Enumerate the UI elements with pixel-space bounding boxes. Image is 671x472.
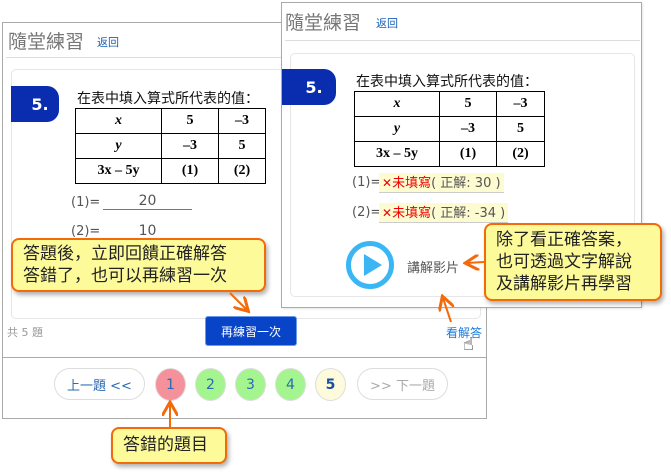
answer-label-2: (2)= — [352, 205, 382, 220]
video-explanation-link[interactable]: 講解影片 — [407, 261, 460, 276]
divider — [3, 357, 486, 358]
page-5[interactable]: 5 — [315, 368, 346, 401]
divider — [285, 40, 640, 41]
question-number: 5. — [11, 86, 59, 122]
answer-input-2[interactable]: 10 — [138, 223, 157, 239]
callout-wrong-item: 答錯的題目 — [111, 427, 227, 464]
callout-feedback: 答題後，立即回饋正確解答答錯了，也可以再練習一次 — [11, 238, 266, 292]
wrong-icon: ✕ — [382, 176, 393, 190]
page-title: 隨堂練習 — [8, 31, 85, 53]
retry-button[interactable]: 再練習一次 — [205, 316, 297, 346]
answer-result-1: ✕未填寫( 正解: 30 ) — [379, 173, 504, 193]
question-prompt: 在表中填入算式所代表的值： — [77, 91, 259, 107]
wrong-icon: ✕ — [382, 206, 393, 220]
page-4[interactable]: 4 — [275, 368, 306, 401]
total-count: 共 5 題 — [7, 326, 43, 339]
answer-label-1: (1)= — [352, 175, 382, 190]
page-1[interactable]: 1 — [155, 368, 186, 401]
view-answer-link[interactable]: 看解答 — [446, 326, 483, 340]
prev-question-button[interactable]: 上一題 << — [54, 368, 145, 400]
next-question-button[interactable]: >> 下一題 — [357, 368, 448, 400]
callout-explain: 除了看正確答案，也可透過文字解說及講解影片再學習 — [484, 223, 662, 301]
question-number: 5. — [282, 69, 336, 105]
page-3[interactable]: 3 — [235, 368, 266, 401]
answer-result-2: ✕未填寫( 正解: -34 ) — [379, 203, 509, 223]
question-prompt: 在表中填入算式所代表的值： — [356, 74, 538, 90]
answer-label-2: (2)= — [71, 224, 101, 239]
hand-cursor-icon: ☝ — [463, 334, 474, 355]
page-title: 隨堂練習 — [285, 12, 362, 34]
page-2[interactable]: 2 — [195, 368, 226, 401]
answer-input-1[interactable]: 20 — [103, 193, 192, 210]
back-link[interactable]: 返回 — [376, 17, 398, 30]
play-video-icon[interactable] — [346, 241, 394, 289]
answer-label-1: (1)= — [71, 195, 101, 210]
back-link[interactable]: 返回 — [97, 36, 119, 49]
divider — [6, 57, 486, 58]
